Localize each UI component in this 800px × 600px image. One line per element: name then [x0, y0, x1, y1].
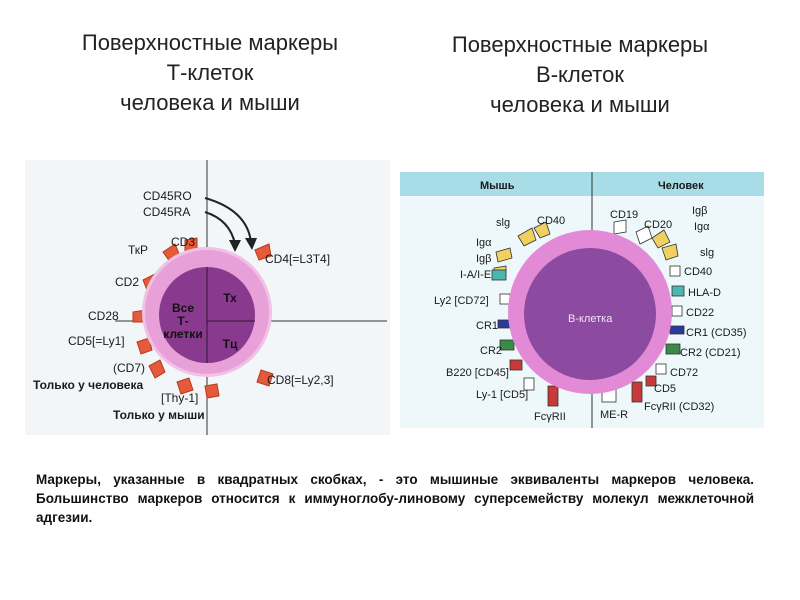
b-label-igb-left: Igβ — [476, 253, 492, 265]
rec-ia-ie — [492, 270, 506, 280]
b-cell-label: В-клетка — [568, 313, 613, 325]
arrow-cd45ro — [205, 198, 251, 242]
rec-ly2 — [500, 294, 510, 304]
label-cd4: CD4[=L3T4] — [265, 252, 330, 266]
b-label-iga-left: Igα — [476, 237, 492, 249]
b-label-igb-right: Igβ — [692, 205, 708, 217]
b-label-hla-d: HLA-D — [688, 287, 721, 299]
b-label-cd22: CD22 — [686, 307, 714, 319]
b-label-fcgrii-left: FcγRII — [534, 411, 566, 423]
rec-cd72 — [656, 364, 666, 374]
b-header-mouse: Мышь — [480, 180, 515, 192]
rec-cd40-right — [670, 266, 680, 276]
b-label-ly1: Ly-1 [CD5] — [476, 389, 528, 401]
b-title-line2: В-клеток — [410, 60, 750, 90]
label-cd45ra: CD45RA — [143, 205, 190, 219]
b-label-cd40-left: CD40 — [537, 215, 565, 227]
arrow-cd45ro-head — [245, 238, 257, 250]
b-label-cr1-right: CR1 (CD35) — [686, 327, 747, 339]
nucleus-label-2: Т- — [177, 314, 188, 328]
b-label-cd72: CD72 — [670, 367, 698, 379]
t-cell-title: Поверхностные маркеры Т-клеток человека … — [40, 28, 380, 118]
nucleus-label-th: Тх — [223, 291, 237, 305]
receptor-cd7 — [149, 360, 165, 378]
b-label-cd5: CD5 — [654, 383, 676, 395]
b-label-cd19: CD19 — [610, 209, 638, 221]
rec-igb-right — [652, 230, 670, 248]
rec-hla-d — [672, 286, 684, 296]
label-cd8: CD8[=Ly2,3] — [267, 373, 334, 387]
rec-cr1-right — [670, 326, 684, 334]
t-cell-svg: Все Т- клетки Тх Тц CD45RO CD45RA ТкР CD… — [25, 160, 390, 435]
label-thy1: [Thy-1] — [161, 391, 198, 405]
caption: Маркеры, указанные в квадратных скобках,… — [36, 470, 754, 527]
b-header-bar — [400, 172, 764, 196]
b-label-b220: B220 [CD45] — [446, 367, 509, 379]
label-cd3: CD3 — [171, 235, 195, 249]
b-label-fcgrii-right: FcγRII (CD32) — [644, 401, 714, 413]
rec-slg-left — [518, 228, 536, 246]
b-label-iga-right: Igα — [694, 221, 710, 233]
b-cell-svg: Мышь Человек — [400, 172, 764, 428]
receptor-thy1 — [205, 384, 219, 398]
label-cd28: CD28 — [88, 309, 119, 323]
b-label-cr2-right: CR2 (CD21) — [680, 347, 741, 359]
label-tcr: ТкР — [128, 243, 148, 257]
nucleus-label-3: клетки — [163, 327, 202, 341]
b-cell-title: Поверхностные маркеры В-клеток человека … — [410, 30, 750, 120]
t-cell-diagram: Все Т- клетки Тх Тц CD45RO CD45RA ТкР CD… — [25, 160, 390, 435]
b-label-cd20: CD20 — [644, 219, 672, 231]
label-cd5: CD5[=Ly1] — [68, 334, 125, 348]
label-human-only: Только у человека — [33, 378, 143, 392]
rec-cd19 — [614, 220, 626, 234]
nucleus-label-1: Все — [172, 301, 194, 315]
rec-cd22 — [672, 306, 682, 316]
b-label-cr1-left: CR1 — [476, 320, 498, 332]
b-label-ly2: Ly2 [CD72] — [434, 295, 489, 307]
b-header-human: Человек — [658, 180, 704, 192]
rec-fcgrii-left — [548, 386, 558, 406]
arrow-cd45ra-head — [229, 240, 241, 252]
rec-fcgrii-right — [632, 382, 642, 402]
t-title-line1: Поверхностные маркеры — [40, 28, 380, 58]
label-cd2: CD2 — [115, 275, 139, 289]
b-label-ia-ie: I-A/I-E — [460, 269, 491, 281]
t-title-line2: Т-клеток — [40, 58, 380, 88]
b-title-line3: человека и мыши — [410, 90, 750, 120]
nucleus-label-tc: Тц — [223, 337, 238, 351]
label-cd45ro: CD45RO — [143, 189, 192, 203]
b-title-line1: Поверхностные маркеры — [410, 30, 750, 60]
b-label-me-r: ME-R — [600, 409, 628, 421]
rec-iga-left — [496, 248, 512, 262]
rec-b220 — [510, 360, 522, 370]
label-cd7: (CD7) — [113, 361, 145, 375]
rec-slg-right — [662, 244, 678, 260]
rec-cr2-right — [666, 344, 680, 354]
label-mouse-only: Только у мыши — [113, 408, 205, 422]
b-label-cr2-left: CR2 — [480, 345, 502, 357]
arrow-cd45ra — [205, 212, 235, 244]
b-label-slg-right: slg — [700, 247, 714, 259]
rec-cr2-left — [500, 340, 514, 350]
b-label-cd40-right: CD40 — [684, 266, 712, 278]
b-label-slg-left: slg — [496, 217, 510, 229]
t-title-line3: человека и мыши — [40, 88, 380, 118]
b-cell-diagram: Мышь Человек — [400, 172, 764, 428]
